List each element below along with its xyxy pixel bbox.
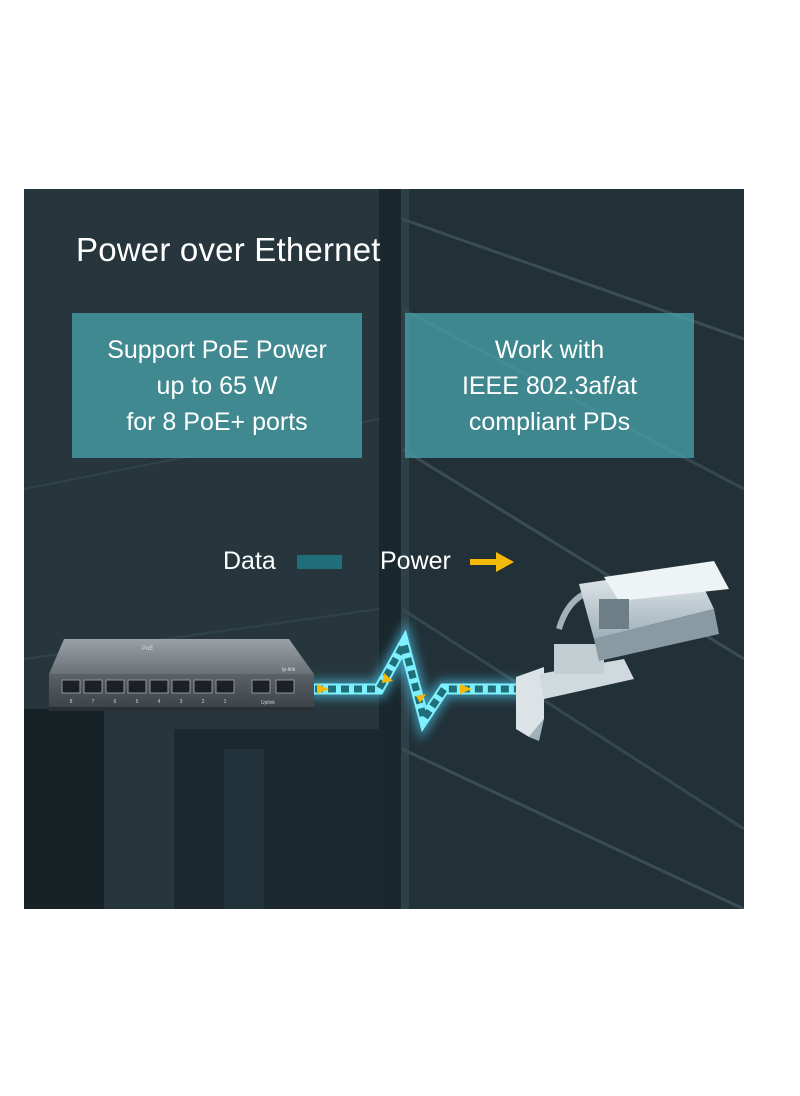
switch-brand-label: tp-link	[282, 667, 296, 673]
feature-line: up to 65 W	[156, 371, 278, 400]
feature-line: Support PoE Power	[107, 335, 327, 364]
port-number: 1	[224, 699, 227, 705]
feature-line: for 8 PoE+ ports	[126, 407, 308, 436]
power-arrow-icon	[470, 552, 514, 572]
port-number: 7	[92, 699, 95, 705]
feature-line: compliant PDs	[468, 407, 631, 436]
port-number: 4	[158, 699, 161, 705]
switch-model-label: PoE	[142, 646, 153, 652]
security-camera	[516, 561, 729, 741]
ethernet-cable	[224, 620, 529, 741]
port-number: 2	[202, 699, 205, 705]
uplink-label: Uplink	[261, 700, 275, 706]
port-number: 6	[114, 699, 117, 705]
poe-banner: PoE 8 7 6 5 4 3 2 1 Uplink tp-link	[24, 189, 744, 909]
port-number: 5	[136, 699, 139, 705]
feature-box-power: Support PoE Power up to 65 W for 8 PoE+ …	[72, 313, 362, 458]
port-number: 3	[180, 699, 183, 705]
page-title: Power over Ethernet	[76, 231, 381, 268]
feature-box-compliance: Work with IEEE 802.3af/at compliant PDs	[405, 313, 694, 458]
port-number: 8	[70, 699, 73, 705]
switch-port-numbers: 8 7 6 5 4 3 2 1	[70, 699, 227, 705]
legend-data-label: Data	[223, 547, 276, 575]
feature-line: IEEE 802.3af/at	[461, 371, 638, 400]
poe-switch: PoE 8 7 6 5 4 3 2 1 Uplink tp-link	[49, 639, 314, 711]
legend-power-label: Power	[380, 547, 451, 575]
switch-ports	[61, 679, 295, 694]
feature-line: Work with	[494, 335, 605, 364]
legend-data-swatch	[297, 555, 342, 569]
